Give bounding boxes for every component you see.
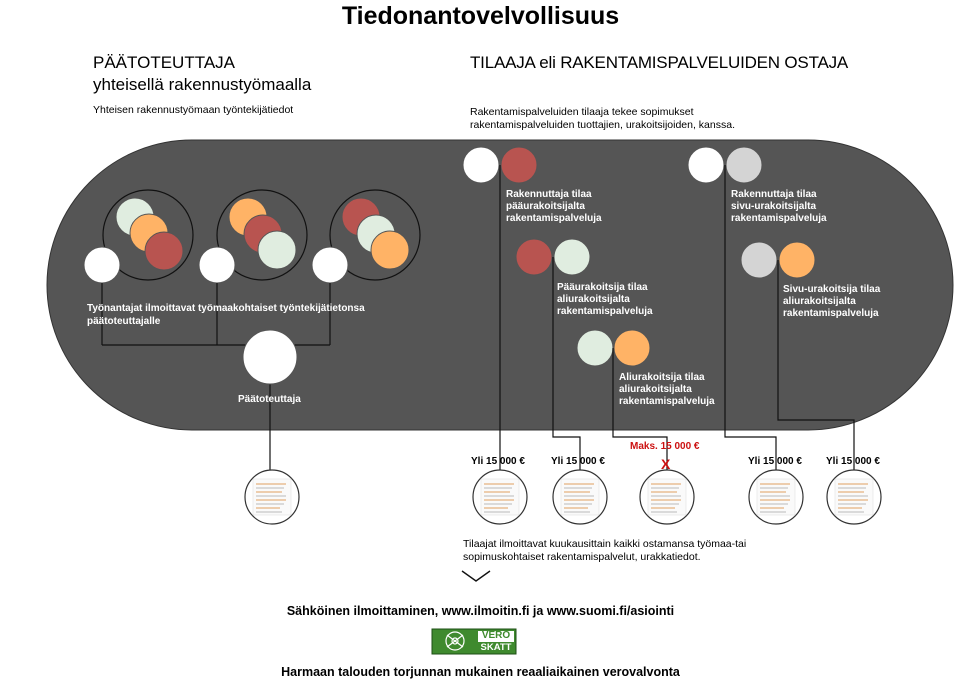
sub-contractor-label: Aliurakoitsija tilaa aliurakoitsijalta r… (619, 372, 715, 407)
sub-contractor-circle-green (553, 238, 591, 276)
right-header-title: TILAAJA eli RAKENTAMISPALVELUIDEN OSTAJA (470, 53, 849, 72)
right-header-note-2: rakentamispalveluiden tuottajien, urakoi… (470, 119, 735, 131)
chevron-down-icon (461, 570, 491, 582)
left-header-title: PÄÄTOTEUTTAJA (93, 53, 236, 72)
amount-label-1: Yli 15 000 € (471, 456, 525, 467)
realtime-tax-control-note: Harmaan talouden torjunnan mukainen reaa… (281, 665, 680, 679)
company-circle-green (257, 230, 297, 270)
company-circle-orange (370, 230, 410, 270)
employer-group-outline-2 (216, 189, 308, 281)
left-header-note: Yhteisen rakennustyömaan työntekijätiedo… (93, 104, 294, 116)
employer-circle-3 (311, 246, 349, 284)
employer-group-outline-3 (329, 189, 421, 281)
employers-note-1: Työnantajat ilmoittavat työmaakohtaiset … (87, 303, 365, 314)
main-contractor-circle-red (500, 146, 538, 184)
main-implementer-label: Päätoteuttaja (238, 394, 301, 405)
main-contractor-label: Pääurakoitsija tilaa aliurakoitsijalta r… (557, 282, 653, 317)
company-circle-red (144, 231, 184, 271)
side-contractor-label: Sivu-urakoitsija tilaa aliurakoitsijalta… (783, 284, 881, 319)
logo-text-bottom: SKATT (480, 642, 512, 653)
side-contractor-circle-grey (725, 146, 763, 184)
builder-side-label: Rakennuttaja tilaa sivu-urakoitsijalta r… (731, 189, 827, 224)
main-implementer-circle (242, 329, 298, 385)
report-document (639, 469, 695, 525)
employer-circle-1 (83, 246, 121, 284)
amount-label-5: Yli 15 000 € (826, 456, 880, 467)
amount-label-max: Maks. 15 000 € (630, 441, 700, 452)
builder-side-circle-white (687, 146, 725, 184)
left-header-subtitle: yhteisellä rakennustyömaalla (93, 75, 312, 94)
amount-label-2: Yli 15 000 € (551, 456, 605, 467)
employer-circle-2 (198, 246, 236, 284)
report-document (472, 469, 528, 525)
client-connectors (499, 165, 855, 470)
cross-mark-icon: X (661, 456, 671, 472)
builder-main-label: Rakennuttaja tilaa pääurakoitsijalta rak… (506, 189, 602, 224)
builder-circle-white (462, 146, 500, 184)
report-document (244, 469, 300, 525)
sub-contractor-circle-green-2 (576, 329, 614, 367)
clients-note-2: sopimuskohtaiset rakentamispalvelut, ura… (463, 551, 701, 563)
clients-note-1: Tilaajat ilmoittavat kuukausittain kaikk… (463, 538, 747, 550)
employer-group-outline-1 (102, 189, 194, 281)
side-sub-contractor-circle-orange (778, 241, 816, 279)
report-documents (244, 469, 882, 525)
side-contractor-circle-grey-2 (740, 241, 778, 279)
report-document (748, 469, 804, 525)
main-contractor-circle-red-2 (515, 238, 553, 276)
vero-logo (431, 628, 517, 655)
report-document (826, 469, 882, 525)
employers-note-2: päätoteuttajalle (87, 316, 161, 327)
report-document (552, 469, 608, 525)
electronic-reporting-note: Sähköinen ilmoittaminen, www.ilmoitin.fi… (286, 604, 675, 618)
sub-sub-contractor-circle-orange (613, 329, 651, 367)
amount-label-4: Yli 15 000 € (748, 456, 802, 467)
page-title: Tiedonantovelvollisuus (341, 2, 620, 30)
logo-text-top: VERO (481, 630, 511, 641)
right-header-note-1: Rakentamispalveluiden tilaaja tekee sopi… (470, 106, 694, 118)
